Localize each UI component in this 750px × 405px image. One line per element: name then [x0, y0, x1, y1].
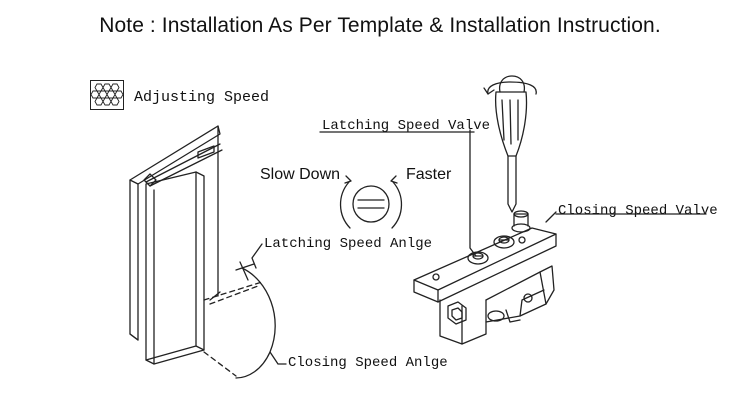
door-frame [129, 125, 221, 341]
faster-label: Faster [406, 166, 452, 183]
closing-valve-leader [545, 211, 557, 223]
hexagon-pattern-icon [90, 80, 124, 110]
latching-valve-leader [469, 129, 477, 257]
screw-adjust-icon [339, 175, 403, 229]
latching-angle-leader [251, 243, 263, 269]
legend-label: Adjusting Speed [134, 89, 270, 106]
screwdriver-icon [483, 75, 537, 213]
door-leaf [143, 143, 223, 365]
swing-arc [235, 267, 276, 379]
closing-speed-angle-label: Closing Speed Anlge [288, 355, 448, 371]
swing-lines [203, 281, 263, 377]
latching-arc-tick [235, 261, 255, 281]
closing-angle-leader [269, 351, 287, 365]
note-title: Note : Installation As Per Template & In… [99, 14, 661, 37]
door-closer-body [413, 210, 557, 345]
latching-speed-angle-label: Latching Speed Anlge [264, 236, 433, 252]
latching-speed-valve-label: Latching Speed Valve [322, 118, 491, 134]
slow-down-label: Slow Down [260, 166, 341, 183]
closing-speed-valve-label: Closing Speed Valve [558, 203, 718, 219]
